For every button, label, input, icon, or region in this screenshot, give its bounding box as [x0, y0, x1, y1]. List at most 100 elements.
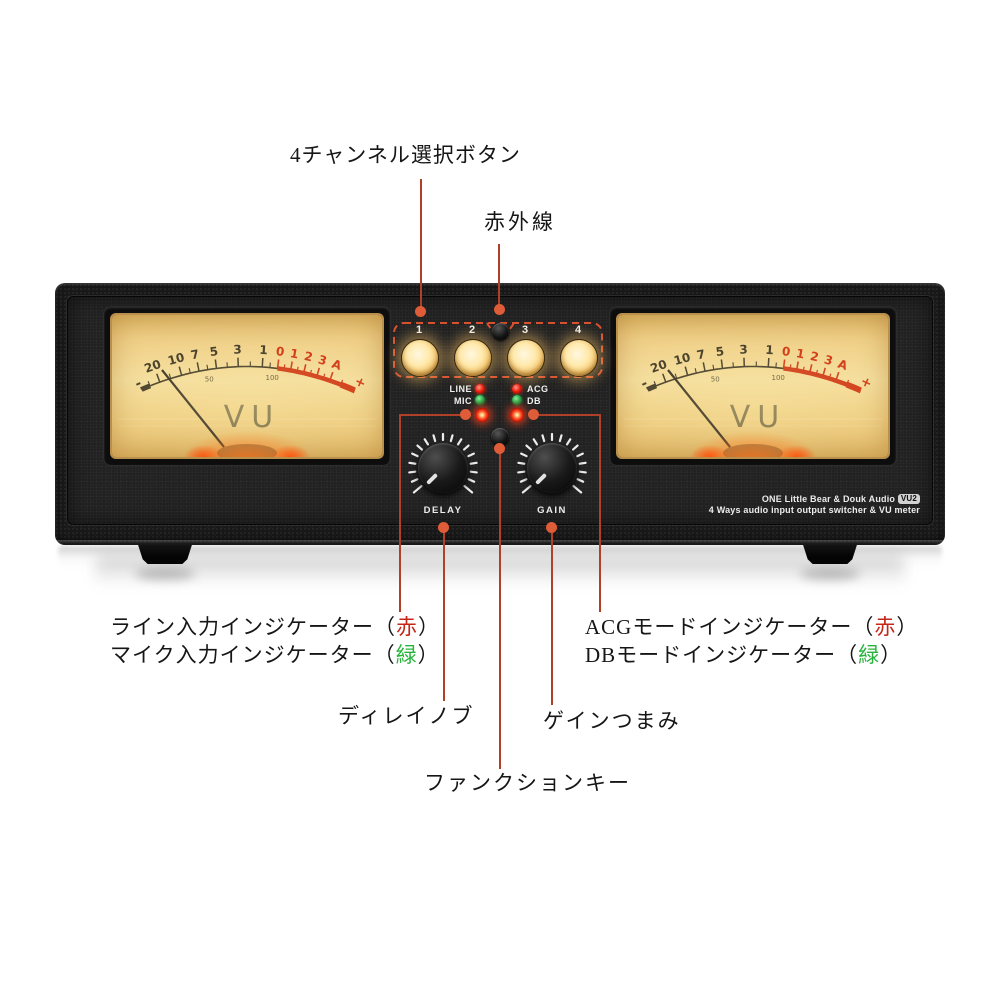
svg-text:5: 5: [715, 344, 725, 359]
svg-text:3: 3: [823, 352, 835, 368]
db-led-label: DB: [527, 396, 541, 406]
channel-3-number: 3: [521, 324, 529, 336]
channel-1-number: 1: [415, 324, 423, 336]
mic-led: [475, 395, 485, 405]
line-indicator-close: ）: [418, 615, 440, 639]
svg-text:20: 20: [648, 357, 668, 376]
svg-text:0: 0: [275, 344, 285, 359]
callout-dot-function-key: [494, 443, 505, 454]
line-led: [475, 384, 485, 394]
acg-led-label: ACG: [527, 384, 549, 394]
callout-line-right-leds-h: [539, 414, 601, 416]
channel-1-button: [401, 339, 439, 377]
callout-line-left-leds-v: [399, 414, 401, 612]
svg-text:10: 10: [166, 350, 186, 368]
svg-text:50: 50: [205, 376, 214, 384]
svg-text:5: 5: [209, 344, 219, 359]
svg-text:3: 3: [317, 352, 329, 368]
svg-text:VU: VU: [224, 400, 280, 435]
db-indicator-text: DBモードインジケーター（: [585, 643, 859, 667]
channel-3-button: [507, 339, 545, 377]
callout-line-left-leds-h: [400, 414, 462, 416]
channel-2-button: [454, 339, 492, 377]
channel-4-number: 4: [574, 324, 582, 336]
line-indicator-color-word: 赤: [396, 615, 418, 639]
db-indicator-close: ）: [880, 643, 903, 667]
svg-text:-: -: [639, 375, 651, 392]
svg-text:3: 3: [739, 343, 748, 357]
callout-line-gain-knob: [551, 531, 553, 705]
line-led-label: LINE: [449, 384, 472, 394]
svg-text:A: A: [836, 357, 850, 373]
line-indicator-label: ライン入力インジケーター（赤）: [110, 617, 440, 638]
mic-indicator-text: マイク入力インジケーター（: [110, 643, 396, 667]
callout-line-infrared: [498, 244, 500, 310]
channel-buttons-dashed-box: [393, 322, 603, 378]
infrared-callout-label: 赤外線: [484, 210, 556, 234]
callout-dot-delay-knob: [438, 522, 449, 533]
mic-led-label: MIC: [454, 396, 472, 406]
channel-buttons-callout-label: 4チャンネル選択ボタン: [290, 143, 521, 167]
foot-reflection-right: [800, 568, 860, 580]
delay-knob-callout-label: ディレイノブ: [338, 704, 475, 728]
db-indicator-label: DBモードインジケーター（緑）: [585, 645, 902, 666]
line-indicator-text: ライン入力インジケーター（: [110, 615, 396, 639]
svg-text:1: 1: [765, 343, 774, 357]
infrared-sensor-dome: [492, 323, 509, 340]
callout-dot-gain-knob: [546, 522, 557, 533]
svg-text:1: 1: [795, 346, 806, 361]
status-led-left: [475, 408, 489, 422]
svg-text:-: -: [133, 375, 145, 392]
acg-indicator-label: ACGモードインジケーター（赤）: [585, 617, 918, 638]
svg-text:10: 10: [672, 350, 692, 368]
svg-text:1: 1: [289, 346, 300, 361]
svg-text:100: 100: [266, 374, 279, 382]
svg-text:20: 20: [142, 357, 162, 376]
acg-indicator-close: ）: [896, 615, 919, 639]
svg-text:100: 100: [772, 374, 785, 382]
svg-text:1: 1: [259, 343, 268, 357]
branding-line2: 4 Ways audio input output switcher & VU …: [708, 505, 920, 515]
model-badge: VU2: [897, 494, 920, 504]
acg-indicator-color-word: 赤: [874, 615, 897, 639]
branding-line1: ONE Little Bear & Douk Audio VU2: [620, 494, 920, 505]
mic-indicator-label: マイク入力インジケーター（緑）: [110, 645, 440, 666]
db-led: [512, 395, 522, 405]
acg-indicator-text: ACGモードインジケーター（: [585, 615, 875, 639]
branding-text: ONE Little Bear & Douk Audio VU2 4 Ways …: [620, 494, 920, 516]
callout-line-function-key: [499, 452, 501, 769]
callout-line-right-leds-v: [599, 414, 601, 612]
callout-dot-left-leds: [460, 409, 471, 420]
callout-dot-channel-buttons: [415, 306, 426, 317]
brand-name: ONE Little Bear & Douk Audio: [761, 494, 896, 504]
channel-2-number: 2: [468, 324, 476, 336]
svg-text:VU: VU: [730, 400, 786, 435]
gain-knob: [527, 443, 577, 493]
svg-text:0: 0: [781, 344, 791, 359]
db-indicator-color-word: 緑: [858, 643, 881, 667]
svg-text:50: 50: [711, 376, 720, 384]
svg-text:7: 7: [695, 347, 706, 362]
foot-reflection-left: [135, 568, 195, 580]
delay-knob: [418, 443, 468, 493]
svg-text:2: 2: [809, 349, 820, 365]
svg-text:7: 7: [189, 347, 200, 362]
callout-line-delay-knob: [443, 531, 445, 701]
status-led-right: [510, 408, 524, 422]
callout-line-channel-buttons: [420, 179, 422, 311]
svg-text:A: A: [330, 357, 344, 373]
mic-indicator-color-word: 緑: [395, 643, 418, 667]
channel-4-button: [560, 339, 598, 377]
function-key-callout-label: ファンクションキー: [424, 771, 631, 795]
delay-knob-caption: DELAY: [423, 505, 463, 516]
function-key-dome: [491, 428, 509, 446]
callout-dot-right-leds: [528, 409, 539, 420]
callout-dot-infrared: [494, 304, 505, 315]
gain-knob-callout-label: ゲインつまみ: [543, 709, 681, 733]
